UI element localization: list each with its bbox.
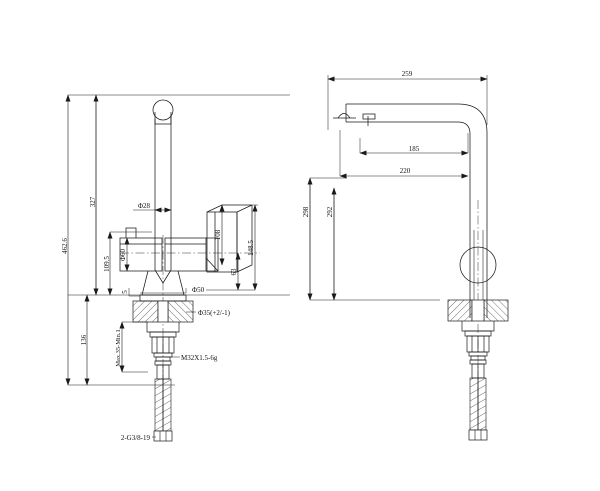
dim-label-185: 185 <box>409 145 420 153</box>
dim-deck-thickness-range: Max.35-Min.1 <box>115 321 148 373</box>
front-tap-outline <box>119 99 260 420</box>
front-witness-lines <box>68 94 290 386</box>
side-view: 259 185 220 298 292 <box>302 70 509 441</box>
dim-body-center-height: 109.5 <box>103 231 152 296</box>
left-body <box>119 237 163 272</box>
dim-overall-height: 462.6 <box>61 94 96 386</box>
dim-spout-height-side: 292 <box>326 187 337 301</box>
deck-section <box>132 300 194 323</box>
dim-label-max35-min1: Max.35-Min.1 <box>115 329 122 366</box>
dim-handle-lower-height: 63 <box>206 252 255 291</box>
dim-label-220: 220 <box>400 167 411 175</box>
dim-label-phi28: Φ28 <box>138 202 151 210</box>
dim-thread-spec: M32X1.5-6g <box>170 354 218 362</box>
dim-mounting-hole-diameter: Φ35(+2/-1) <box>186 309 231 317</box>
dim-base-plate-thickness: 5 <box>121 288 140 297</box>
side-shank-assembly <box>461 321 495 379</box>
dim-label-phi60: Φ60 <box>119 248 127 261</box>
dim-label-g38: 2-G3/8-19 <box>121 434 151 442</box>
front-view: 462.6 327 136 109.5 Max.35-Min.1 <box>61 94 290 442</box>
dim-label-259: 259 <box>402 70 413 78</box>
dim-label-5: 5 <box>121 290 129 294</box>
dim-label-148-5: 148.5 <box>247 240 255 256</box>
side-braided-hose <box>468 377 488 441</box>
dim-base-diameter: Φ50 <box>140 286 205 294</box>
dim-body-diameter: Φ60 <box>119 237 130 272</box>
dim-overall-reach: 259 <box>327 70 488 82</box>
dim-label-298: 298 <box>302 206 310 217</box>
side-deck-section <box>447 299 509 322</box>
dim-label-m32: M32X1.5-6g <box>181 354 218 362</box>
dim-label-phi50: Φ50 <box>192 286 205 294</box>
dim-label-108: 108 <box>214 229 222 240</box>
dim-handle-block-height: 108 <box>214 204 225 266</box>
dim-spout-height: 327 <box>89 94 99 296</box>
right-body <box>164 237 207 272</box>
side-witness-lines <box>309 75 488 301</box>
dim-spout-reach-inner: 185 <box>359 133 469 156</box>
front-braided-hose <box>153 378 173 442</box>
dim-below-deck-length: 136 <box>80 294 90 386</box>
dim-label-292: 292 <box>326 206 334 217</box>
dim-label-109-5: 109.5 <box>103 256 111 272</box>
dim-hose-connection-spec: 2-G3/8-19 <box>121 434 156 442</box>
dim-label-327: 327 <box>89 196 97 207</box>
dim-handle-assembly-height: 148.5 <box>247 204 258 291</box>
dim-spout-reach-outer: 220 <box>339 130 469 179</box>
dim-overall-height-side: 298 <box>302 177 313 301</box>
dim-label-63: 63 <box>230 268 238 276</box>
lever-head <box>152 99 174 121</box>
dim-label-136: 136 <box>80 334 88 345</box>
dim-label-462-6: 462.6 <box>61 238 69 254</box>
dim-spout-tube-diameter: Φ28 <box>133 202 172 213</box>
dim-label-phi35: Φ35(+2/-1) <box>198 309 231 317</box>
